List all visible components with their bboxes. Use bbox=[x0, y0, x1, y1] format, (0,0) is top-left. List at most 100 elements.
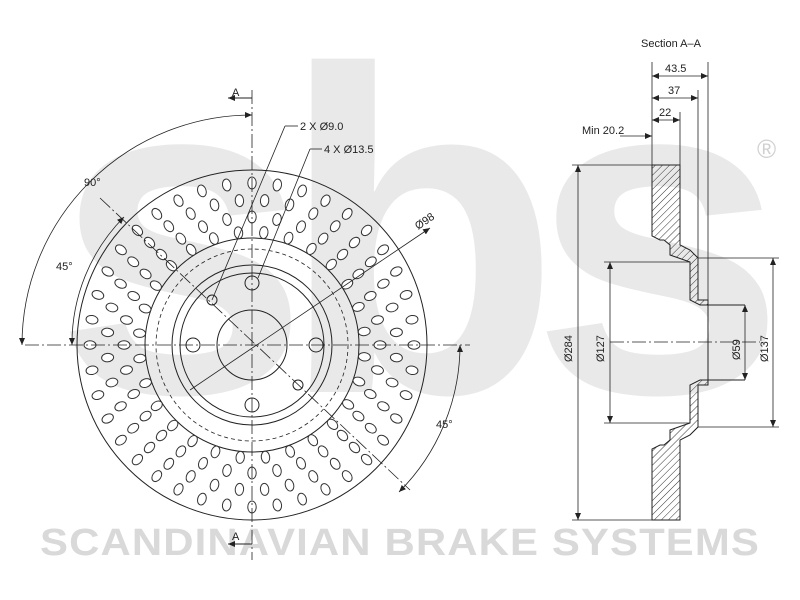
hat-diameter-label: Ø127 bbox=[595, 335, 607, 362]
drilled-hole bbox=[308, 207, 319, 220]
angle-90-arc bbox=[19, 112, 253, 346]
watermark-logo: sbs bbox=[54, 0, 768, 490]
drilled-hole bbox=[143, 441, 156, 454]
drilled-hole bbox=[221, 498, 232, 512]
angle-45-left-label: 45° bbox=[56, 261, 73, 273]
drilled-hole bbox=[155, 429, 168, 442]
bolt-holes-label: 2 X Ø9.0 bbox=[300, 121, 343, 133]
drilled-hole bbox=[272, 498, 283, 512]
drilled-hole bbox=[259, 194, 270, 208]
drilled-hole bbox=[127, 388, 140, 400]
drilled-hole bbox=[348, 441, 361, 454]
min-thickness-label: Min 20.2 bbox=[582, 125, 624, 137]
drilled-hole bbox=[385, 302, 399, 313]
drilled-hole bbox=[348, 236, 361, 249]
drilled-hole bbox=[329, 457, 341, 470]
drilled-hole bbox=[341, 207, 353, 220]
drilled-hole bbox=[163, 457, 175, 470]
drilled-hole bbox=[360, 453, 373, 466]
drilled-hole bbox=[377, 434, 390, 446]
pcd-leader bbox=[189, 227, 431, 391]
drilled-hole bbox=[283, 231, 294, 245]
drilled-hole bbox=[114, 434, 127, 446]
angle-45-right-label: 45° bbox=[436, 419, 453, 431]
drilled-hole bbox=[284, 478, 295, 492]
drilled-hole bbox=[209, 478, 220, 492]
drilled-hole bbox=[272, 464, 282, 477]
drilled-hole bbox=[187, 435, 198, 448]
drilled-hole bbox=[390, 266, 403, 277]
section-marker-top: A bbox=[232, 87, 240, 99]
drilled-hole bbox=[352, 410, 365, 422]
drilled-hole bbox=[105, 377, 119, 388]
center-bore-label: Ø59 bbox=[731, 339, 743, 360]
drilled-hole bbox=[336, 248, 349, 261]
drilled-hole bbox=[284, 198, 295, 212]
angle-45-left-arc bbox=[68, 216, 125, 346]
drilled-hole bbox=[385, 377, 399, 388]
drilled-hole bbox=[389, 327, 403, 338]
drilled-hole bbox=[139, 378, 152, 389]
hat-height-label: 37 bbox=[668, 85, 680, 97]
drilled-hole bbox=[329, 220, 341, 233]
drilled-hole bbox=[308, 470, 319, 483]
drilled-hole bbox=[364, 422, 377, 434]
drilled-hole bbox=[114, 401, 127, 412]
disc-thickness-label: 22 bbox=[659, 107, 671, 119]
drilled-hole bbox=[127, 422, 140, 434]
drilled-hole bbox=[377, 278, 390, 289]
wheel-holes-leader bbox=[257, 148, 311, 279]
drilled-hole bbox=[222, 464, 232, 477]
wheel-holes-label: 4 X Ø13.5 bbox=[324, 144, 374, 156]
overall-height-label: 43.5 bbox=[665, 63, 686, 75]
drilled-hole bbox=[167, 419, 179, 432]
section-profile-lower bbox=[651, 379, 709, 521]
drilled-hole bbox=[297, 184, 308, 198]
drilled-hole bbox=[360, 224, 373, 237]
drilled-hole bbox=[357, 326, 371, 337]
drilled-hole bbox=[259, 226, 269, 240]
drilled-hole bbox=[357, 352, 371, 362]
outer-diameter-label: Ø284 bbox=[563, 335, 575, 362]
drilled-hole bbox=[371, 365, 384, 375]
drilled-hole bbox=[197, 457, 209, 470]
front-view: A A 2 X Ø9.0 4 X Ø13.5 Ø98 90° 45° 45° bbox=[19, 87, 470, 560]
drilled-hole bbox=[120, 365, 133, 375]
drilled-hole bbox=[326, 418, 339, 430]
drilled-hole bbox=[317, 232, 329, 245]
drilled-hole bbox=[297, 492, 308, 506]
drilled-hole bbox=[364, 388, 377, 400]
drilled-hole bbox=[377, 244, 390, 256]
drilled-hole bbox=[325, 258, 337, 271]
drilled-hole bbox=[260, 450, 271, 464]
company-name: SCANDINAVIAN BRAKE SYSTEMS bbox=[40, 522, 760, 564]
drilled-hole bbox=[295, 220, 307, 233]
drilled-hole bbox=[371, 315, 384, 325]
drilled-hole bbox=[306, 242, 317, 255]
angle-45-right-arc bbox=[398, 344, 463, 493]
drilled-hole bbox=[320, 194, 331, 207]
drilled-hole bbox=[285, 445, 296, 458]
drilled-hole bbox=[91, 390, 105, 401]
drilled-hole bbox=[185, 470, 196, 483]
section-profile-upper bbox=[651, 164, 709, 306]
drilled-hole bbox=[85, 365, 99, 376]
drilled-hole bbox=[336, 429, 349, 442]
drilled-hole bbox=[341, 470, 353, 483]
drilled-hole bbox=[196, 492, 207, 506]
drilled-hole bbox=[101, 413, 114, 424]
drilled-hole bbox=[272, 178, 283, 192]
drilled-hole bbox=[399, 289, 413, 300]
drilled-hole bbox=[101, 352, 115, 363]
hat-outer-diameter-label: Ø137 bbox=[759, 335, 771, 362]
drilled-hole bbox=[317, 445, 329, 458]
drilled-hole bbox=[235, 450, 245, 464]
section-marker-bottom: A bbox=[232, 531, 240, 543]
drilled-hole bbox=[173, 483, 184, 496]
drilled-hole bbox=[295, 457, 307, 470]
drilled-hole bbox=[342, 399, 355, 410]
drilled-hole bbox=[364, 256, 377, 268]
section-title: Section A–A bbox=[641, 38, 702, 50]
drilled-hole bbox=[352, 376, 366, 387]
